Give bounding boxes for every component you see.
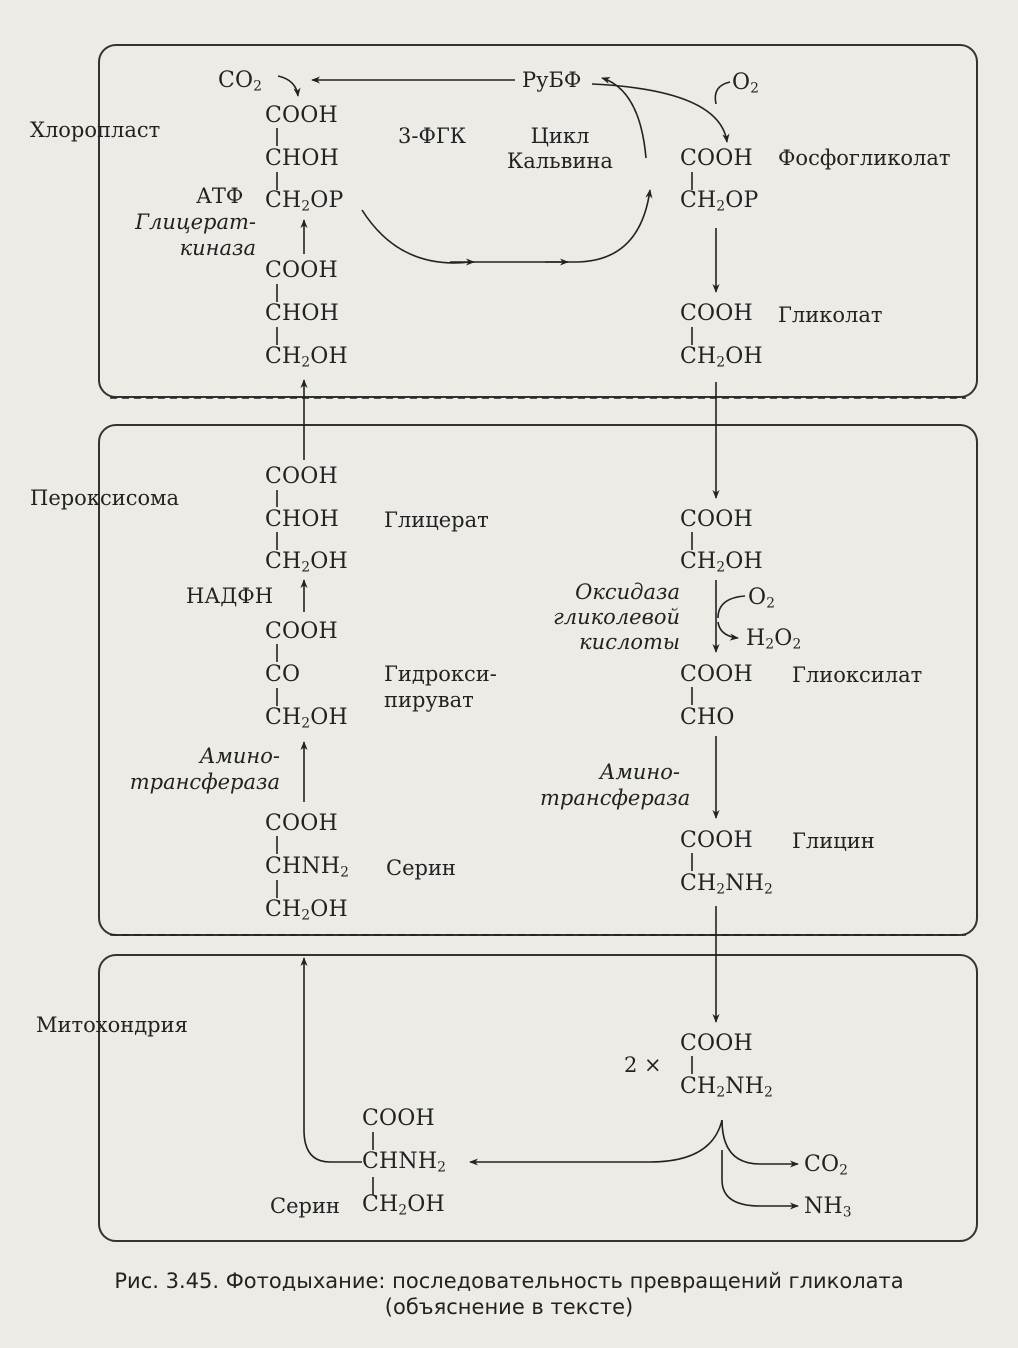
glycerate-kinase-label-2: киназа xyxy=(179,236,256,260)
glycolate-oxidase-label-3: кислоты xyxy=(579,630,680,654)
chloro-glycolate-line-1: COOH xyxy=(680,301,753,326)
perox-glycine-line-1: COOH xyxy=(680,828,753,853)
phosphoglycolate-name: Фосфогликолат xyxy=(778,146,951,170)
glycerate-kinase-label-1: Глицерат- xyxy=(135,210,256,234)
hydroxypyruvate-line-2: CO xyxy=(265,662,301,687)
mitochondria-label: Митохондрия xyxy=(36,1013,188,1037)
hydroxypyruvate-line-3: CH2OH xyxy=(265,705,348,732)
chloroplast-label: Хлоропласт xyxy=(30,118,161,142)
glyoxylate-line-2: CHO xyxy=(680,705,735,730)
perox-glycine-line-2: CH2NH2 xyxy=(680,871,774,898)
hydroxypyruvate-name-1: Гидрокси- xyxy=(384,662,497,686)
mito-serine-line-1: COOH xyxy=(362,1106,435,1131)
perox-serine-line-2: CHNH2 xyxy=(265,854,350,881)
pga-line-2: CHOH xyxy=(265,146,340,171)
phosphoglycolate-line-1: COOH xyxy=(680,146,753,171)
perox-glycerate-line-1: COOH xyxy=(265,464,338,489)
glycerate-name: Глицерат xyxy=(384,508,489,532)
oxidase-o2: O2 xyxy=(748,585,776,612)
perox-glycolate-line-1: COOH xyxy=(680,507,753,532)
aminotransferase-left-1: Амино- xyxy=(199,744,280,768)
aminotransferase-right-2: трансфераза xyxy=(540,786,691,810)
glyoxylate-line-1: COOH xyxy=(680,662,753,687)
chloro-glycerate-line-2: CHOH xyxy=(265,301,340,326)
co2-input: CO2 xyxy=(218,68,263,95)
glycine-multiplier: 2 × xyxy=(624,1053,662,1077)
chloro-glycolate-line-2: CH2OH xyxy=(680,344,763,371)
glyoxylate-name: Глиоксилат xyxy=(792,663,923,687)
mitochondria-frame xyxy=(98,954,978,1242)
perox-glycolate-line-2: CH2OH xyxy=(680,549,763,576)
nadph-label: НАДФН xyxy=(186,584,274,608)
peroxisome-label: Пероксисома xyxy=(30,486,179,510)
caption-line-1: Рис. 3.45. Фотодыхание: последовательнос… xyxy=(114,1269,904,1293)
perox-serine-name: Серин xyxy=(386,856,456,880)
co2-output: CO2 xyxy=(804,1152,849,1179)
chloroplast-frame xyxy=(98,44,978,398)
chloro-glycerate-line-1: COOH xyxy=(265,258,338,283)
mito-serine-line-3: CH2OH xyxy=(362,1192,445,1219)
caption-line-2: (объяснение в тексте) xyxy=(384,1295,634,1319)
aminotransferase-left-2: трансфераза xyxy=(129,770,280,794)
calvin-cycle-label-1: Цикл xyxy=(530,124,590,148)
nh3-output: NH3 xyxy=(804,1194,852,1221)
aminotransferase-right-1: Амино- xyxy=(599,760,680,784)
glycine-name: Глицин xyxy=(792,829,875,853)
glycolate-oxidase-label-2: гликолевой xyxy=(553,605,680,629)
hydroxypyruvate-name-2: пируват xyxy=(384,688,474,712)
mito-glycine-line-1: COOH xyxy=(680,1031,753,1056)
rubp-label: РуБФ xyxy=(522,68,582,92)
perox-serine-line-3: CH2OH xyxy=(265,897,348,924)
o2-input: O2 xyxy=(732,70,760,97)
perox-glycerate-line-3: CH2OH xyxy=(265,549,348,576)
chloro-glycerate-line-3: CH2OH xyxy=(265,344,348,371)
glycolate-oxidase-label-1: Оксидаза xyxy=(575,580,680,604)
hydroxypyruvate-line-1: COOH xyxy=(265,619,338,644)
pga-line-3: CH2OP xyxy=(265,188,344,215)
calvin-cycle-label-2: Кальвина xyxy=(507,149,613,173)
pga-label: 3-ФГК xyxy=(398,124,467,148)
phosphoglycolate-line-2: CH2OP xyxy=(680,188,759,215)
mito-serine-name: Серин xyxy=(270,1194,340,1218)
perox-serine-line-1: COOH xyxy=(265,811,338,836)
mito-glycine-line-2: CH2NH2 xyxy=(680,1074,774,1101)
pga-line-1: COOH xyxy=(265,103,338,128)
glycolate-name: Гликолат xyxy=(778,303,883,327)
mito-serine-line-2: CHNH2 xyxy=(362,1149,447,1176)
atp-label: АТФ xyxy=(196,184,244,208)
oxidase-h2o2: H2O2 xyxy=(746,626,802,653)
perox-glycerate-line-2: CHOH xyxy=(265,507,340,532)
figure-caption: Рис. 3.45. Фотодыхание: последовательнос… xyxy=(0,1268,1018,1320)
